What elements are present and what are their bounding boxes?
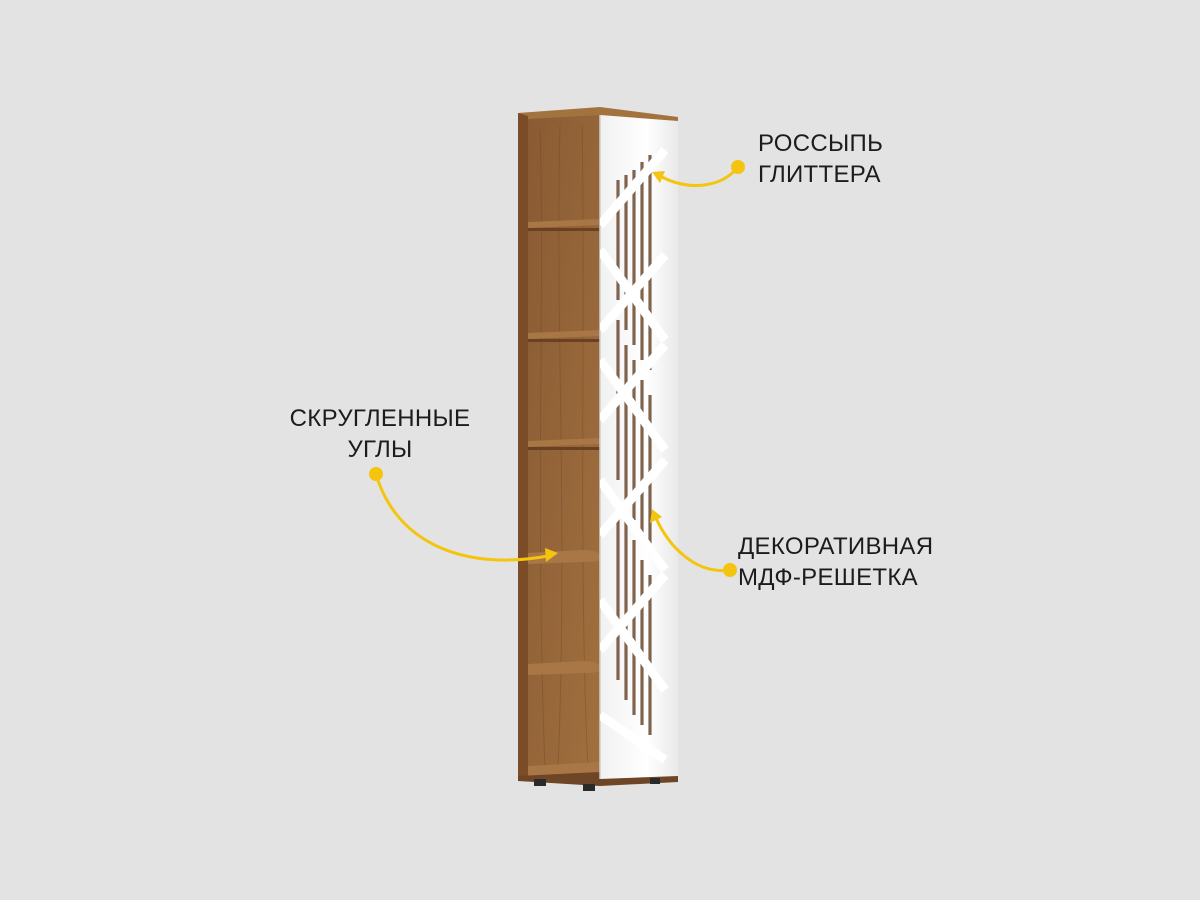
annotation-mdf-grille: ДЕКОРАТИВНАЯ МДФ-РЕШЕТКА [738,531,933,593]
dot-grille [723,563,737,577]
bottom-board [528,762,600,776]
annotation-grille-line2: МДФ-РЕШЕТКА [738,564,918,591]
shelf [528,219,600,231]
arrowhead-corners [545,548,558,562]
shelf [528,330,600,342]
arrow-glitter [659,166,740,188]
arrow-grille [654,517,731,573]
annotation-grille-line1: ДЕКОРАТИВНАЯ [738,533,934,560]
shelf-rounded-corner [528,661,600,675]
dot-corners [369,467,383,481]
arrowhead-grille [650,509,662,523]
arrowhead-glitter [652,171,665,183]
foot [583,784,595,791]
decorative-mdf-grille [600,147,669,764]
annotation-glitter-line2: ГЛИТТЕРА [758,161,881,188]
dot-glitter [731,160,745,174]
shelf [528,438,600,450]
foot [534,779,546,786]
left-side-panel [518,113,528,780]
annotation-glitter-line1: РОССЫПЬ [758,130,884,157]
annotation-rounded-corners: СКРУГЛЕННЫЕ УГЛЫ [270,403,490,465]
annotation-glitter: РОССЫПЬ ГЛИТТЕРА [758,128,883,190]
foot [650,778,660,784]
annotation-corners-line1: СКРУГЛЕННЫЕ [289,405,471,432]
annotation-corners-line2: УГЛЫ [347,436,413,463]
arrow-corners [374,473,549,562]
